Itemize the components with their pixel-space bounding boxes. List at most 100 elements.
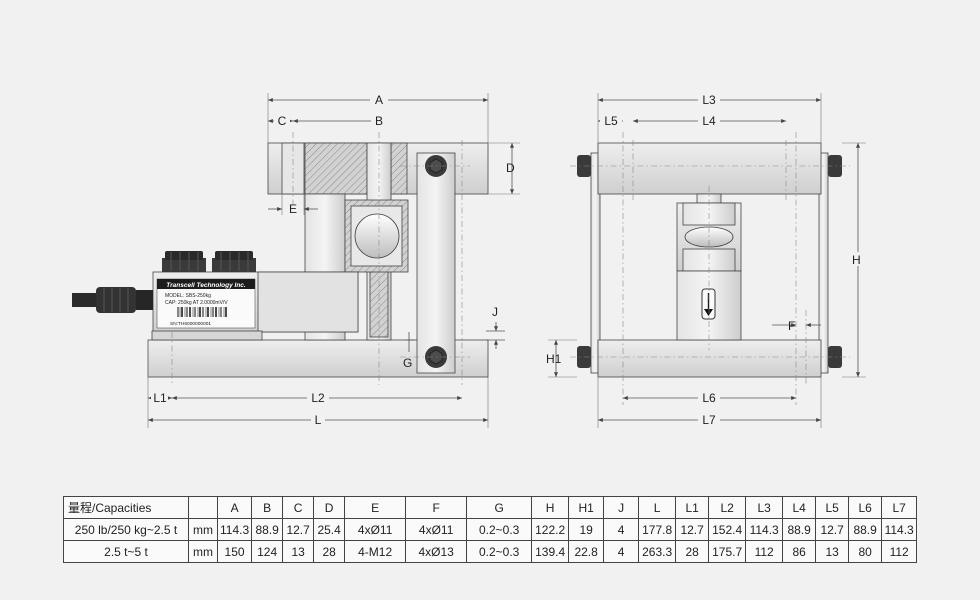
table-header-cell — [188, 496, 218, 519]
table-cell: mm — [188, 540, 218, 563]
table-header-cell: G — [466, 496, 533, 519]
table-header-cell: D — [313, 496, 346, 519]
table-cell: 0.2~0.3 — [466, 518, 533, 541]
table-cell: 12.7 — [815, 518, 850, 541]
table-header-cell: F — [405, 496, 468, 519]
table-cell: 13 — [282, 540, 315, 563]
dim-label-G: G — [403, 356, 412, 370]
table-cell: 86 — [782, 540, 817, 563]
table-cell: 4xØ13 — [405, 540, 468, 563]
dim-label-L3: L3 — [702, 93, 716, 107]
table-cell: 263.3 — [638, 540, 677, 563]
table-cell: 28 — [313, 540, 346, 563]
table-row: 250 lb/250 kg~2.5 t mm 114.3 88.9 12.7 2… — [63, 518, 918, 541]
barcode — [177, 307, 227, 317]
table-header-cell: L6 — [848, 496, 883, 519]
table-cell: 122.2 — [531, 518, 570, 541]
label-plate: Transcell Technology Inc. MODEL: SBS-250… — [156, 278, 256, 329]
label-brand: Transcell Technology Inc. — [166, 282, 246, 289]
table-cell: 114.3 — [881, 518, 918, 541]
table-header-cell: E — [344, 496, 407, 519]
table-cell: 4 — [603, 518, 640, 541]
dim-label-L6: L6 — [702, 391, 716, 405]
dim-label-J: J — [492, 305, 498, 319]
side-bolt-bottom-right — [828, 346, 842, 368]
table-header-cell: 量程/Capacities — [63, 496, 189, 519]
front-view: Transcell Technology Inc. MODEL: SBS-250… — [72, 92, 520, 428]
table-header-cell: L1 — [675, 496, 710, 519]
table-header-cell: L — [638, 496, 677, 519]
dim-label-L2: L2 — [311, 391, 325, 405]
side-view: L3 L5 L4 H H1 F L6 L7 — [546, 92, 866, 428]
table-header-cell: H — [531, 496, 570, 519]
table-cell: 12.7 — [282, 518, 315, 541]
cable — [72, 287, 153, 313]
table-cell: 80 — [848, 540, 883, 563]
dim-label-H1: H1 — [546, 352, 562, 366]
table-cell: 175.7 — [708, 540, 747, 563]
table-cell: 139.4 — [531, 540, 570, 563]
side-upright-left — [590, 152, 601, 374]
table-cell: 112 — [745, 540, 784, 563]
table-cell: 4xØ11 — [344, 518, 407, 541]
dim-label-L4: L4 — [702, 114, 716, 128]
table-cell: 12.7 — [675, 518, 710, 541]
table-header-cell: H1 — [568, 496, 605, 519]
table-header-cell: B — [251, 496, 284, 519]
table-cell: 0.2~0.3 — [466, 540, 533, 563]
dim-label-L: L — [315, 413, 322, 427]
table-header-cell: L3 — [745, 496, 784, 519]
cable-gland-right — [212, 251, 256, 272]
table-cell: 13 — [815, 540, 850, 563]
table-header-cell: L4 — [782, 496, 817, 519]
side-upright-right — [818, 152, 829, 374]
table-cell: 177.8 — [638, 518, 677, 541]
table-header-cell: C — [282, 496, 315, 519]
side-link — [416, 152, 456, 374]
side-bolt-top-right — [828, 155, 842, 177]
table-cell: 250 lb/250 kg~2.5 t — [63, 518, 189, 541]
table-cell: 124 — [251, 540, 284, 563]
dim-label-L1: L1 — [153, 391, 167, 405]
table-header-cell: L7 — [881, 496, 918, 519]
dim-label-B: B — [375, 114, 383, 128]
dim-label-L7: L7 — [702, 413, 716, 427]
table-cell: mm — [188, 518, 218, 541]
side-bottom-plate — [597, 339, 822, 378]
specification-table: 量程/Capacities A B C D E F G H H1 J L L1 … — [63, 496, 918, 563]
table-cell: 88.9 — [782, 518, 817, 541]
label-model: MODEL: SBS-250kg — [165, 293, 211, 299]
dim-label-H: H — [852, 253, 861, 267]
table-header-cell: L5 — [815, 496, 850, 519]
side-top-plate — [597, 142, 822, 195]
table-cell: 4xØ11 — [405, 518, 468, 541]
dim-label-D: D — [506, 161, 515, 175]
table-cell: 150 — [216, 540, 253, 563]
direction-arrow-icon — [701, 288, 716, 320]
table-cell: 112 — [881, 540, 918, 563]
dim-label-L5: L5 — [604, 114, 618, 128]
table-cell: 19 — [568, 518, 605, 541]
table-header-cell: J — [603, 496, 640, 519]
table-cell: 2.5 t~5 t — [63, 540, 189, 563]
table-cell: 4 — [603, 540, 640, 563]
label-sn: SN:TH6000000001 — [170, 321, 211, 327]
table-cell: 22.8 — [568, 540, 605, 563]
table-cell: 114.3 — [745, 518, 784, 541]
dim-label-F: F — [788, 319, 795, 333]
dim-label-E: E — [289, 202, 297, 216]
table-cell: 88.9 — [848, 518, 883, 541]
ball-bearing — [354, 213, 400, 259]
table-cell: 25.4 — [313, 518, 346, 541]
label-cap: CAP: 250kg AT 2.0000mV/V — [165, 300, 228, 306]
dim-label-C: C — [278, 114, 287, 128]
table-cell: 88.9 — [251, 518, 284, 541]
table-header-cell: L2 — [708, 496, 747, 519]
dim-label-A: A — [375, 93, 383, 107]
table-row: 2.5 t~5 t mm 150 124 13 28 4-M12 4xØ13 0… — [63, 540, 918, 563]
table-header-row: 量程/Capacities A B C D E F G H H1 J L L1 … — [63, 496, 918, 519]
table-cell: 28 — [675, 540, 710, 563]
table-cell: 4-M12 — [344, 540, 407, 563]
table-cell: 152.4 — [708, 518, 747, 541]
